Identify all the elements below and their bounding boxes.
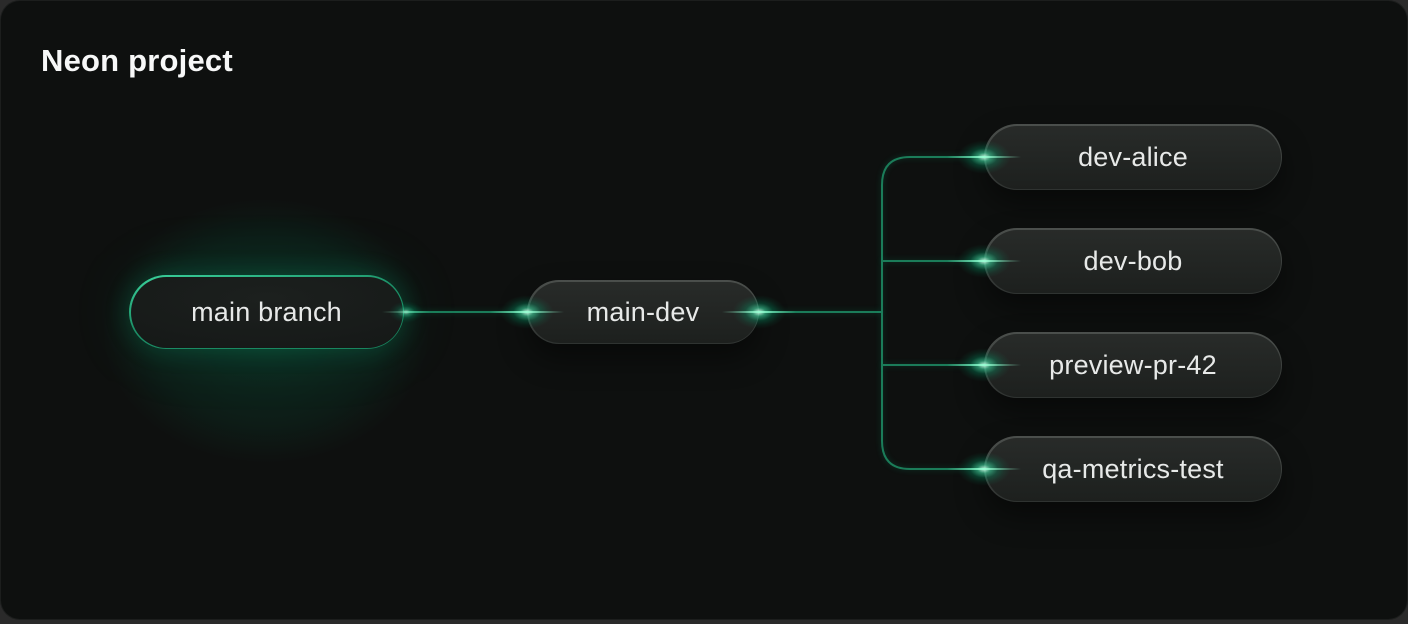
branch-node-qa-metrics-test[interactable]: qa-metrics-test <box>984 436 1282 502</box>
branch-node-main-dev-label: main-dev <box>528 281 758 343</box>
branch-node-main[interactable]: main branch <box>129 275 404 349</box>
branch-node-dev-alice[interactable]: dev-alice <box>984 124 1282 190</box>
branch-node-main-dev[interactable]: main-dev <box>527 280 759 344</box>
branch-node-main-label: main branch <box>130 276 403 348</box>
branch-node-preview-pr-42-label: preview-pr-42 <box>985 333 1281 397</box>
connector-bracket <box>881 156 984 470</box>
branch-node-qa-metrics-test-label: qa-metrics-test <box>985 437 1281 501</box>
branch-node-dev-bob-label: dev-bob <box>985 229 1281 293</box>
page-title: Neon project <box>41 43 233 78</box>
branch-node-dev-bob[interactable]: dev-bob <box>984 228 1282 294</box>
branch-node-preview-pr-42[interactable]: preview-pr-42 <box>984 332 1282 398</box>
branch-node-dev-alice-label: dev-alice <box>985 125 1281 189</box>
